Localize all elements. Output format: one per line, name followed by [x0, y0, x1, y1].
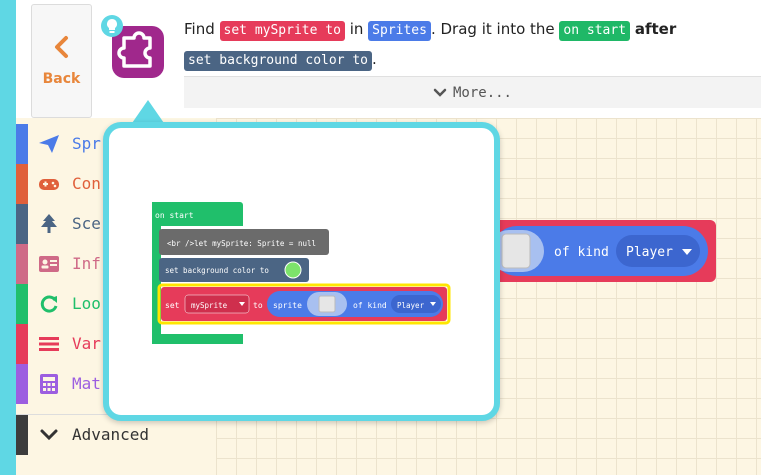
toolbox-category-label: Var: [72, 334, 101, 353]
chevron-down-icon: [433, 88, 447, 97]
calculator-icon: [40, 374, 58, 394]
hint-kind-value: Player: [397, 301, 425, 310]
toolbox-category-label: Spr: [72, 134, 101, 153]
hint-color-swatch: [284, 261, 302, 279]
toolbox-category-controller[interactable]: Con: [16, 164, 216, 204]
instruction-drag: . Drag it into the: [430, 20, 555, 38]
code-chip-on-start: on start: [559, 21, 631, 41]
code-chip-set-mysprite: set mySprite to: [219, 21, 345, 41]
hint-on-start-block: [152, 202, 243, 344]
dropdown-caret-icon: [239, 302, 245, 306]
toolbox-category-loops[interactable]: Loo: [16, 284, 216, 324]
hint-kind-dropdown: [391, 295, 441, 313]
hint-variable-dropdown: [184, 294, 250, 314]
instruction-period: .: [372, 50, 377, 68]
toolbox-category-scene[interactable]: Sce: [16, 204, 216, 244]
hint-set-background-label: set background color to: [165, 266, 269, 275]
hint-let-label: <br />let mySprite: Sprite = null: [167, 239, 316, 248]
toolbox-category-math[interactable]: Mat: [16, 364, 216, 404]
code-chip-sprites: Sprites: [368, 21, 431, 41]
hint-variable-name: mySprite: [191, 301, 228, 310]
workspace-of-kind-label: of kind: [554, 245, 609, 260]
hint-highlight-outline: [157, 283, 451, 325]
toolbox-category-label: Inf: [72, 254, 101, 273]
toolbox-category-info[interactable]: Inf: [16, 244, 216, 284]
toolbox-category-label: Sce: [72, 214, 101, 233]
hint-set-label: set: [165, 301, 180, 310]
toolbox-category-label: Con: [72, 174, 101, 193]
hint-let-block: [159, 229, 329, 255]
toolbox-category-label: Advanced: [72, 425, 150, 444]
list-icon: [39, 337, 59, 351]
workspace-kind-dropdown[interactable]: [616, 235, 700, 267]
more-button[interactable]: More...: [184, 76, 761, 108]
gamepad-icon: [39, 179, 59, 190]
toolbox-category-variables[interactable]: Var: [16, 324, 216, 364]
loop-icon: [40, 295, 58, 313]
toolbox-category-label: Mat: [72, 374, 101, 393]
toolbox-category-label: Loo: [72, 294, 101, 313]
back-label: Back: [42, 71, 81, 87]
left-accent-strip: [0, 0, 16, 475]
puzzle-piece-avatar-icon: [101, 15, 164, 78]
hint-to-label: to: [253, 301, 263, 310]
workspace-blocks-layer: of kind Player: [486, 220, 716, 282]
hint-sprite-label: sprite: [273, 301, 302, 310]
code-chip-set-background: set background color to: [184, 51, 373, 71]
paper-plane-icon: [39, 135, 59, 153]
dropdown-caret-icon: [430, 302, 436, 306]
hint-popup: on start <br />let mySprite: Sprite = nu…: [103, 122, 500, 421]
instruction-in: in: [349, 20, 364, 38]
sprite-image-placeholder: [501, 233, 531, 269]
toolbox-category-sprites[interactable]: Spr: [16, 124, 216, 164]
hint-on-start-label: on start: [155, 211, 194, 220]
workspace-kind-value: Player: [626, 245, 673, 260]
more-label: More...: [452, 85, 512, 101]
tree-icon: [41, 214, 57, 233]
chevron-left-icon: [55, 36, 68, 58]
hint-of-kind-label: of kind: [353, 301, 387, 310]
id-card-icon: [39, 256, 59, 272]
instruction-after: after: [634, 20, 677, 38]
sprite-image-placeholder: [318, 295, 336, 313]
dropdown-caret-icon: [682, 249, 692, 255]
hint-popup-pointer: [130, 100, 166, 126]
instruction-find: Find: [184, 20, 215, 38]
back-button[interactable]: Back: [31, 4, 92, 118]
chevron-down-icon: [40, 429, 58, 441]
hint-blocks-illustration: on start <br />let mySprite: Sprite = nu…: [152, 202, 451, 344]
hint-set-background-block: [159, 258, 309, 282]
tutorial-instruction: Find set mySprite to in Sprites. Drag it…: [184, 14, 754, 74]
